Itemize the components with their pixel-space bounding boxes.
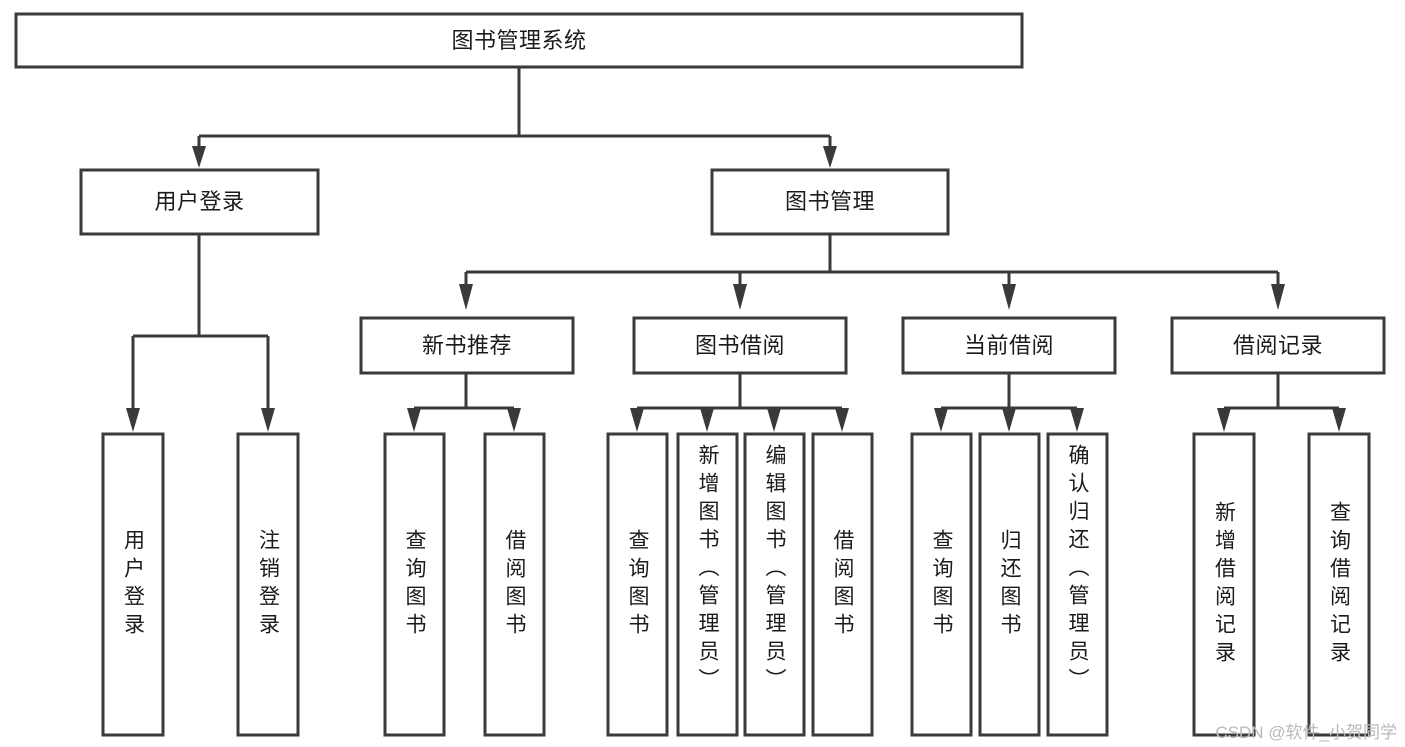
leaf-box-confirm-return-admin[interactable] bbox=[1046, 432, 1109, 737]
leaf-box-return-books[interactable] bbox=[978, 432, 1041, 737]
node-book-borrow[interactable] bbox=[632, 316, 848, 375]
node-book-management[interactable] bbox=[710, 168, 950, 236]
arrowhead-bm-new-book bbox=[459, 284, 473, 310]
node-new-book-recommend[interactable] bbox=[359, 316, 575, 375]
arrowhead-currentborrow-leaf-2 bbox=[1002, 408, 1016, 432]
arrowhead-user-login-leaf-1 bbox=[126, 408, 140, 432]
watermark-text: CSDN @软件_小贺同学 bbox=[1215, 723, 1397, 742]
leaf-box-query-borrow-record[interactable] bbox=[1307, 432, 1371, 737]
leaf-box-borrow-books-newbook[interactable] bbox=[483, 432, 546, 737]
arrowhead-currentborrow-leaf-1 bbox=[934, 408, 948, 432]
node-root-book-management-system[interactable] bbox=[14, 12, 1024, 69]
arrowhead-newbook-leaf-1 bbox=[407, 408, 421, 432]
leaf-box-user-login[interactable] bbox=[101, 432, 165, 737]
node-current-borrow[interactable] bbox=[901, 316, 1117, 375]
arrowhead-currentborrow-leaf-3 bbox=[1070, 408, 1084, 432]
arrowhead-borrowrecords-leaf-2 bbox=[1332, 408, 1346, 432]
leaf-box-query-books-borrow[interactable] bbox=[606, 432, 669, 737]
leaf-box-logout[interactable] bbox=[236, 432, 300, 737]
leaf-box-borrow-books-borrow[interactable] bbox=[811, 432, 874, 737]
node-user-login[interactable] bbox=[79, 168, 320, 236]
arrowhead-bookborrow-leaf-4 bbox=[835, 408, 849, 432]
arrowhead-borrowrecords-leaf-1 bbox=[1217, 408, 1231, 432]
arrowhead-bookborrow-leaf-3 bbox=[767, 408, 781, 432]
arrowhead-root-to-user-login bbox=[192, 146, 206, 168]
arrowhead-bookborrow-leaf-1 bbox=[630, 408, 644, 432]
arrowhead-root-to-book-management bbox=[823, 146, 837, 168]
leaf-box-add-book-admin[interactable] bbox=[676, 432, 739, 737]
arrowhead-bm-current-borrow bbox=[1002, 284, 1016, 310]
arrowhead-bm-book-borrow bbox=[733, 284, 747, 310]
leaf-box-query-books-current[interactable] bbox=[910, 432, 973, 737]
node-borrow-records[interactable] bbox=[1170, 316, 1386, 375]
arrowhead-newbook-leaf-2 bbox=[507, 408, 521, 432]
arrowhead-bm-borrow-records bbox=[1271, 284, 1285, 310]
arrowhead-bookborrow-leaf-2 bbox=[700, 408, 714, 432]
leaf-box-query-books-newbook[interactable] bbox=[383, 432, 446, 737]
leaf-box-add-borrow-record[interactable] bbox=[1192, 432, 1256, 737]
leaf-box-edit-book-admin[interactable] bbox=[743, 432, 806, 737]
arrowhead-user-login-leaf-2 bbox=[261, 408, 275, 432]
